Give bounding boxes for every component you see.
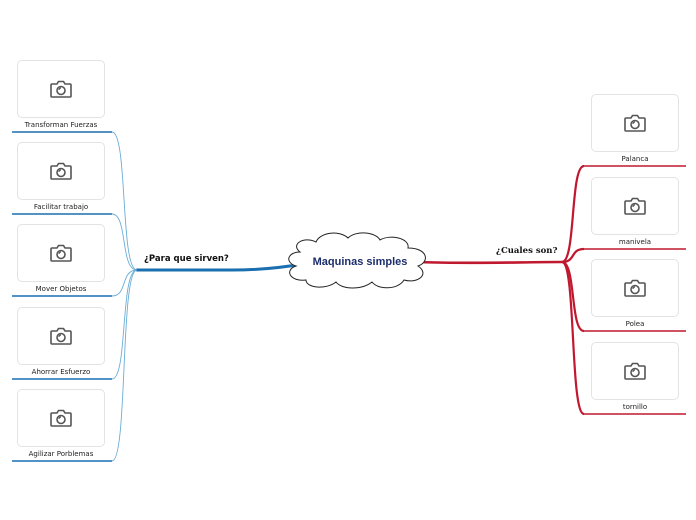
central-cloud-shape — [288, 232, 426, 289]
connector-left-child — [111, 269, 138, 297]
camera-icon — [50, 327, 72, 345]
connector-right-main — [418, 260, 564, 265]
camera-icon — [50, 162, 72, 180]
camera-icon — [624, 197, 646, 215]
child-label[interactable]: Mover Objetos — [35, 285, 87, 293]
child-label[interactable]: Transforman Fuerzas — [24, 121, 98, 129]
camera-icon — [624, 279, 646, 297]
connector-left-child — [111, 269, 138, 462]
connector-left-child — [111, 131, 138, 271]
connector-left-child — [111, 213, 138, 271]
child-label[interactable]: Palanca — [621, 155, 649, 163]
image-placeholder[interactable] — [17, 142, 105, 200]
connector-left-main — [135, 262, 304, 272]
image-placeholder[interactable] — [591, 342, 679, 400]
branch-cuales-son[interactable]: ¿Cuales son? — [496, 246, 558, 256]
central-topic[interactable]: Maquinas simples — [312, 256, 408, 268]
camera-icon — [624, 362, 646, 380]
child-label[interactable]: tornillo — [622, 403, 648, 411]
connector-right-child — [561, 247, 585, 264]
branch-para-que-sirven[interactable]: ¿Para que sirven? — [144, 254, 229, 264]
camera-icon — [50, 80, 72, 98]
child-label[interactable]: manivela — [618, 238, 652, 246]
camera-icon — [624, 114, 646, 132]
image-placeholder[interactable] — [17, 60, 105, 118]
connector-right-child — [561, 164, 585, 264]
connector-right-child — [560, 260, 586, 416]
image-placeholder[interactable] — [591, 177, 679, 235]
child-label[interactable]: Facilitar trabajo — [33, 203, 89, 211]
image-placeholder[interactable] — [591, 259, 679, 317]
image-placeholder[interactable] — [591, 94, 679, 152]
camera-icon — [50, 409, 72, 427]
connector-left-child — [111, 269, 138, 380]
image-placeholder[interactable] — [17, 224, 105, 282]
child-label[interactable]: Agilizar Porblemas — [28, 450, 94, 458]
child-label[interactable]: Ahorrar Esfuerzo — [31, 368, 91, 376]
camera-icon — [50, 244, 72, 262]
child-label[interactable]: Polea — [625, 320, 645, 328]
connectors — [12, 131, 686, 462]
connector-right-child — [561, 260, 585, 333]
image-placeholder[interactable] — [17, 307, 105, 365]
image-placeholder[interactable] — [17, 389, 105, 447]
